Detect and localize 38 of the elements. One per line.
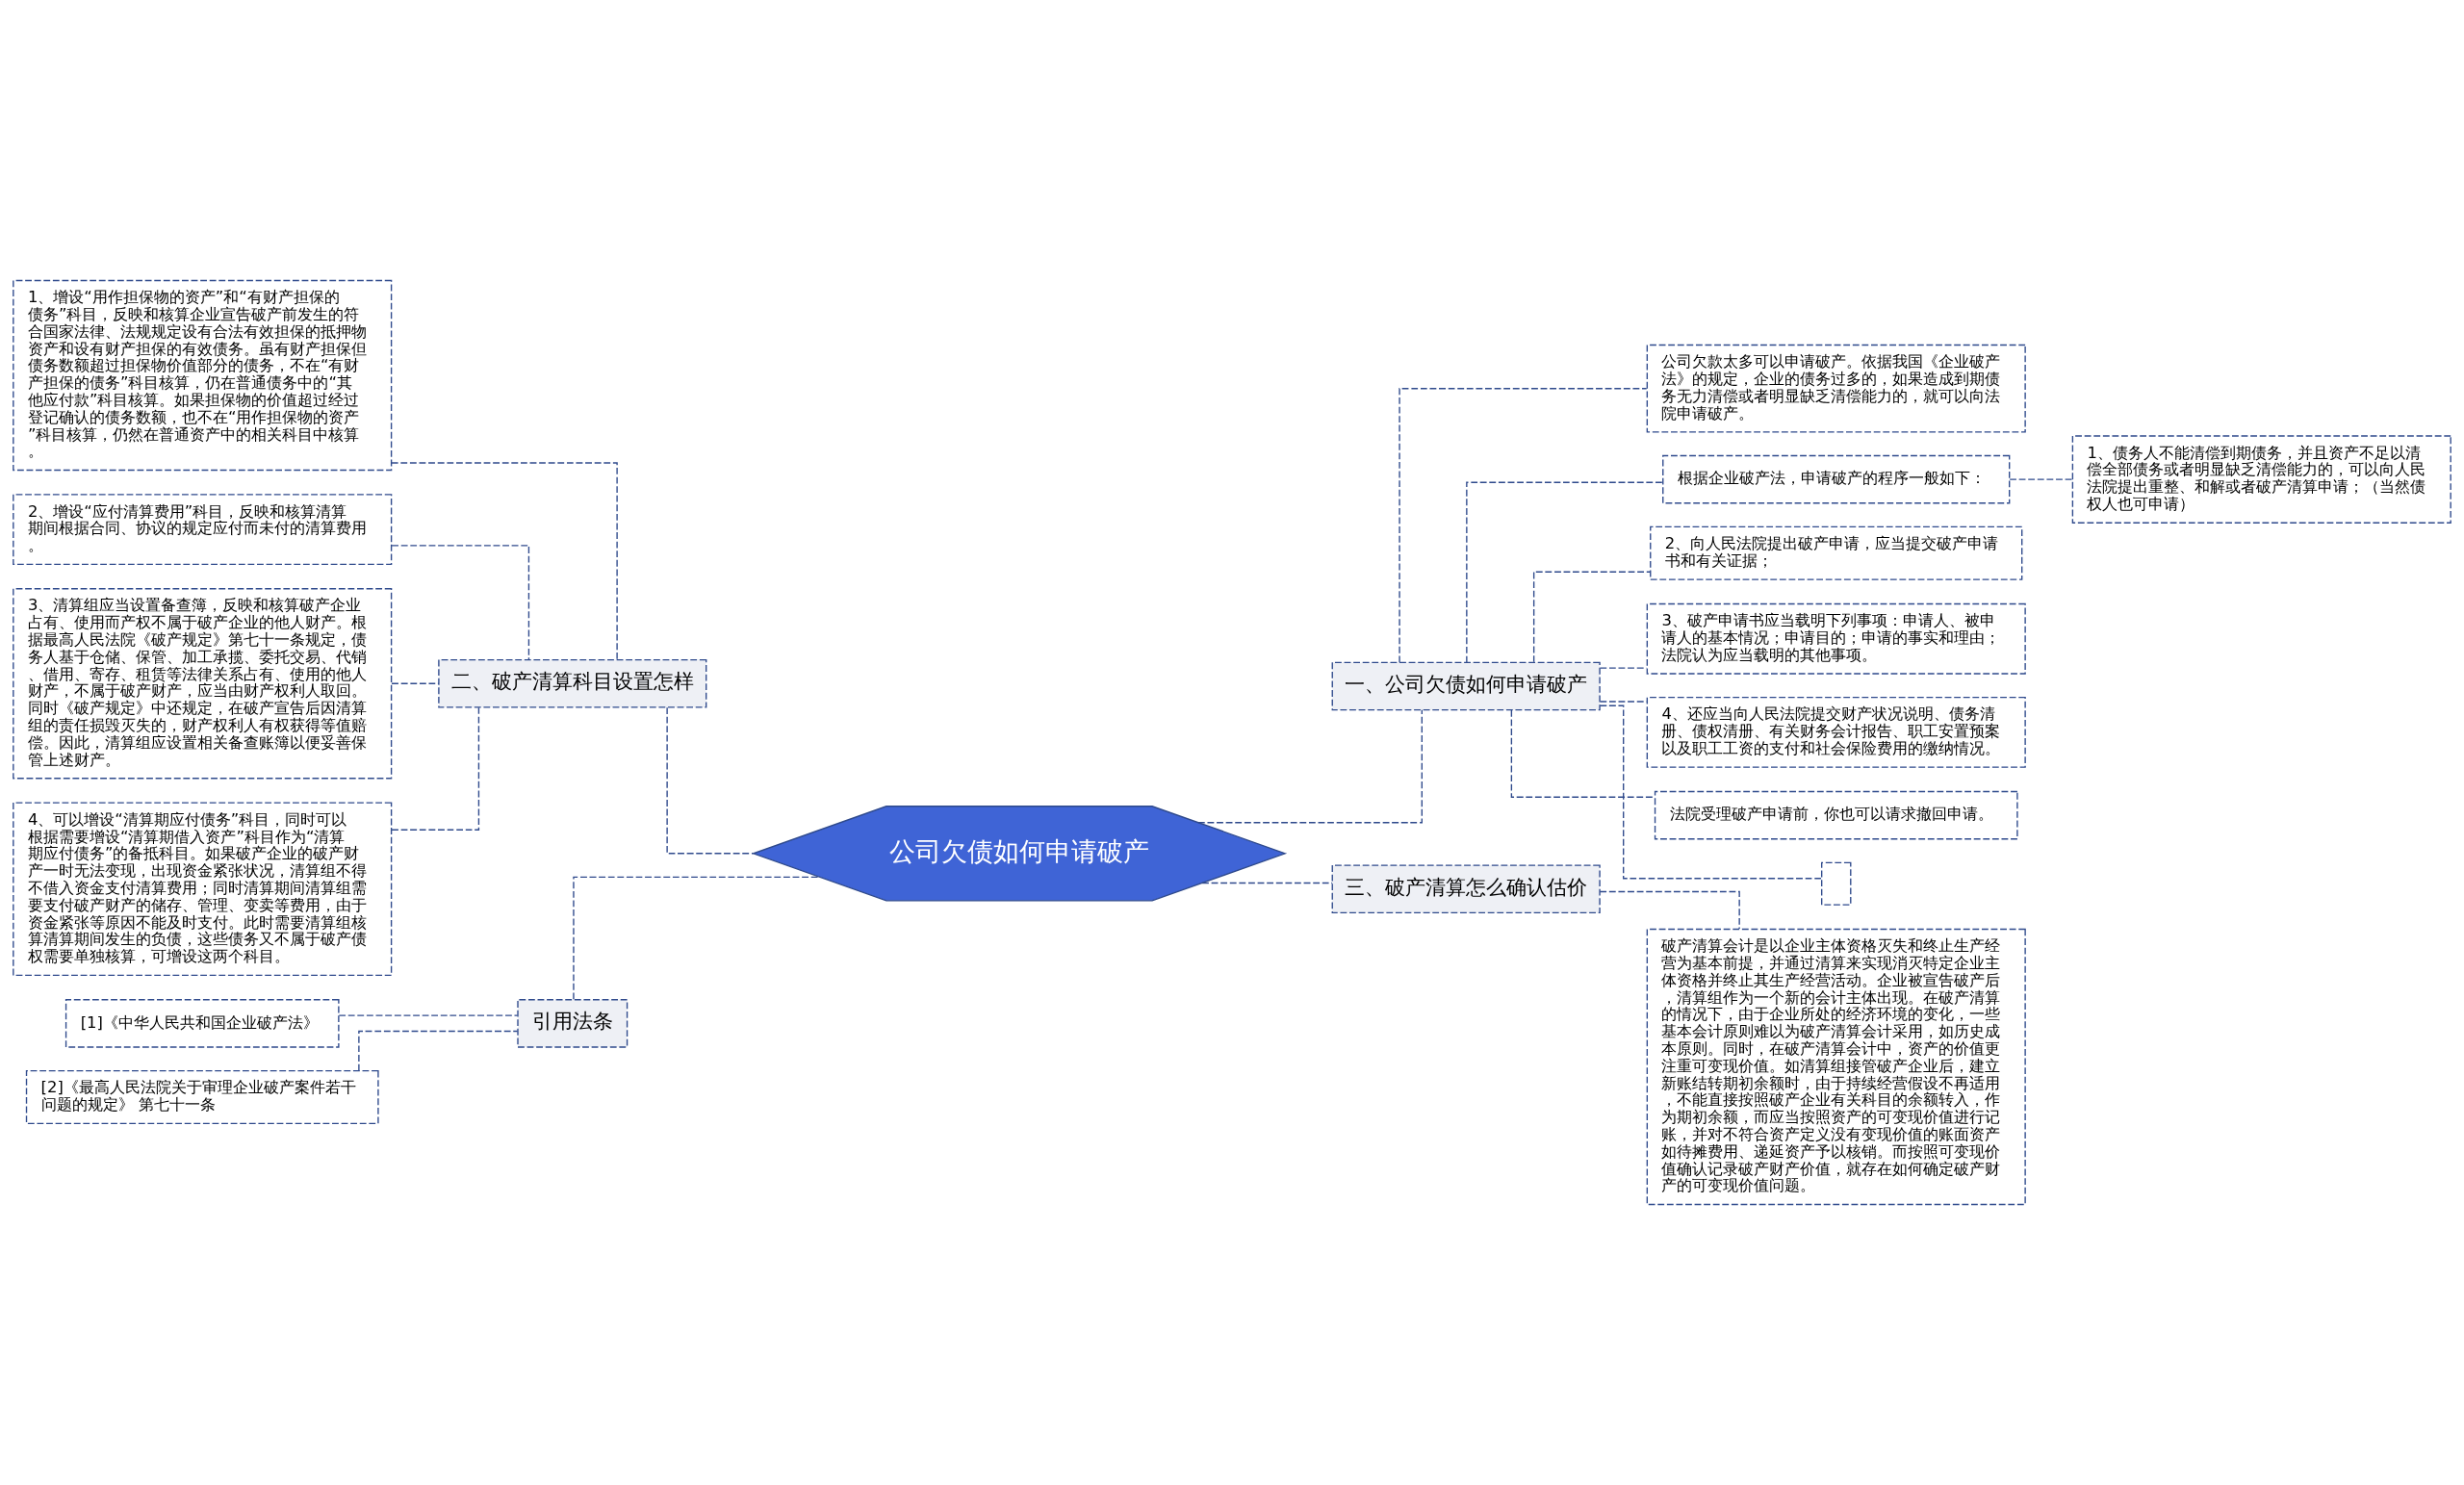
- node-box: 1、债务人不能清偿到期债务，并且资产不足以清偿全部债务或者明显缺乏清偿能力的，可以向人民法院提出重整、和解或者破产清算申请；（当然债权人也可申请）: [2071, 435, 2451, 524]
- connector: [1197, 709, 1423, 824]
- connector: [1599, 704, 1823, 880]
- connector: [338, 1014, 519, 1016]
- node-box: 2、增设“应付清算费用”科目，反映和核算清算期间根据合同、协议的规定应付而未付的清算费用。: [13, 494, 393, 566]
- connector: [666, 706, 755, 855]
- node-box: 1、增设“用作担保物的资产”和“有财产担保的债务”科目，反映和核算企业宣告破产前发生的符合国家法律、法规规定设有合法有效担保的抵押物资产和设有财产担保的有效债务。虽有财产担保但债务数额超过担保物价值部分的债务，不在“有财产担保的债务”科目核算，仍在普通债务中的“其他应付款”科目核算。如果担保物的价值超过经过登记确认的债务数额，也不在“用作担保物的资产”科目核算，仍然在普通资产中的相关科目中核算。: [13, 279, 393, 472]
- node-box: [2]《最高人民法院关于审理企业破产案件若干问题的规定》 第七十一条: [25, 1069, 379, 1125]
- node-box: 2、向人民法院提出破产申请，应当提交破产申请书和有关证据；: [1650, 525, 2023, 580]
- connector: [2009, 478, 2074, 480]
- connector: [1599, 701, 1648, 703]
- node-box: 二、破产清算科目设置怎样: [438, 658, 707, 708]
- node-box: 引用法条: [517, 999, 629, 1048]
- connector: [1466, 481, 1664, 663]
- node-box: 一、公司欠债如何申请破产: [1331, 661, 1601, 711]
- node-box: 破产清算会计是以企业主体资格灭失和终止生产经营为基本前提，并通过清算来实现消灭特定企业主体资格并终止其生产经营活动。企业被宣告破产后，清算组作为一个新的会计主体出现。在破产清算的情况下，由于企业所处的经济环境的变化，一些基本会计原则难以为破产清算会计采用，如历史成本原则。同时，在破产清算会计中，资产的价值更注重可变现价值。如清算组接管破产企业后，建立新账结转期初余额时，由于持续经营假设不再适用，不能直接按照破产企业有关科目的余额转入，作为期初余额，而应当按照资产的可变现价值进行记账，并对不符合资产定义没有变现价值的账面资产如待摊费用、递延资产予以核销。而按照可变现价值确认记录破产财产价值，就存在如何确定破产财产的可变现价值问题。: [1646, 928, 2026, 1206]
- node-box: 公司欠款太多可以申请破产。依据我国《企业破产法》的规定，企业的债务过多的，如果造成到期债务无力清偿或者明显缺乏清偿能力的，就可以向法院申请破产。: [1646, 344, 2026, 433]
- node-box: 法院受理破产申请前，你也可以请求撤回申请。: [1654, 790, 2018, 840]
- connector: [391, 682, 440, 684]
- connector: [358, 1030, 519, 1072]
- node-box: 4、还应当向人民法院提交财产状况说明、债务清册、债权清册、有关财务会计报告、职工安置预案以及职工工资的支付和社会保险费用的缴纳情况。: [1646, 696, 2026, 768]
- connector: [391, 706, 480, 831]
- connector: [391, 462, 618, 660]
- connector: [1510, 709, 1656, 798]
- connector: [1201, 882, 1333, 884]
- connector: [1532, 571, 1652, 663]
- node-box: 三、破产清算怎么确认估价: [1331, 864, 1601, 914]
- connector: [391, 545, 530, 660]
- connector: [1599, 890, 1740, 930]
- connector: [573, 876, 821, 1000]
- node-box: 3、破产申请书应当载明下列事项：申请人、被申请人的基本情况；申请目的；申请的事实和理由；法院认为应当载明的其他事项。: [1646, 602, 2026, 675]
- node-box: 4、可以增设“清算期应付债务”科目，同时可以根据需要增设“清算期借入资产”科目作为“清算期应付债务”的备抵科目。如果破产企业的破产财产一时无法变现，出现资金紧张状况，清算组不得不借入资金支付清算费用；同时清算期间清算组需要支付破产财产的储存、管理、变卖等费用，由于资金紧张等原因不能及时支付。此时需要清算组核算清算期间发生的负债，这些债务又不属于破产债权需要单独核算，可增设这两个科目。: [13, 802, 393, 977]
- connector: [1599, 667, 1648, 669]
- node-box: 3、清算组应当设置备查簿，反映和核算破产企业占有、使用而产权不属于破产企业的他人财产。根据最高人民法院《破产规定》第七十一条规定，债务人基于仓储、保管、加工承揽、委托交易、代销、借用、寄存、租赁等法律关系占有、使用的他人财产，不属于破产财产，应当由财产权利人取回。同时《破产规定》中还规定，在破产宣告后因清算组的责任损毁灭失的，财产权利人有权获得等值赔偿。因此，清算组应设置相关备查账簿以便妥善保管上述财产。: [13, 588, 393, 780]
- node-box: 根据企业破产法，申请破产的程序一般如下：: [1662, 454, 2011, 504]
- node-box: [1821, 861, 1852, 906]
- connector: [1399, 388, 1648, 663]
- node-box: [1]《中华人民共和国企业破产法》: [64, 999, 340, 1048]
